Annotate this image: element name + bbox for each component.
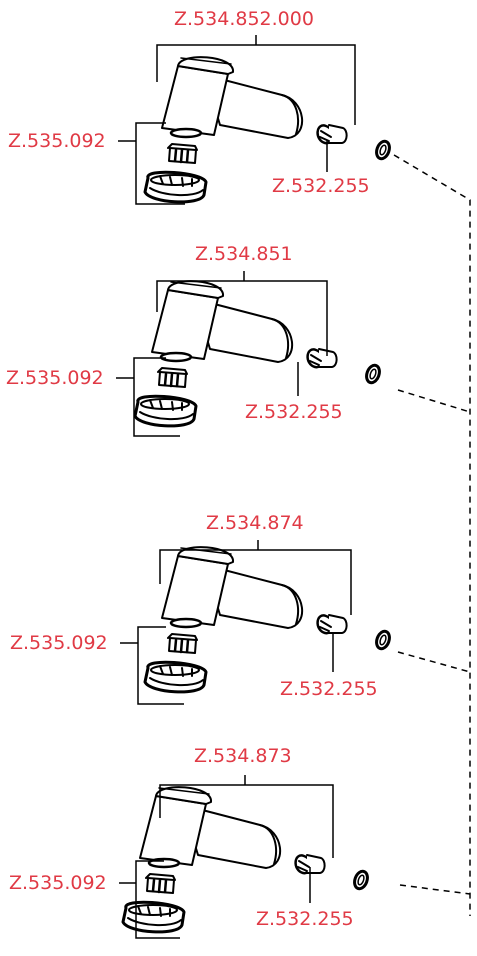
left-part-number-4: Z.535.092 — [9, 872, 107, 894]
left-part-number-2: Z.535.092 — [6, 367, 104, 389]
right-part-number-1: Z.532.255 — [272, 175, 370, 197]
connection-lines — [393, 154, 471, 916]
right-part-number-3: Z.532.255 — [280, 678, 378, 700]
right-part-number-4: Z.532.255 — [256, 908, 354, 930]
body-part-number-4: Z.534.873 — [194, 745, 292, 767]
left-part-number-1: Z.535.092 — [8, 130, 106, 152]
body-part-number-1: Z.534.852.000 — [174, 8, 314, 30]
left-part-number-3: Z.535.092 — [10, 632, 108, 654]
part-set-3-drawing — [143, 545, 394, 694]
right-part-number-2: Z.532.255 — [245, 401, 343, 423]
body-part-number-2: Z.534.851 — [195, 243, 293, 265]
body-part-number-3: Z.534.874 — [206, 512, 304, 534]
